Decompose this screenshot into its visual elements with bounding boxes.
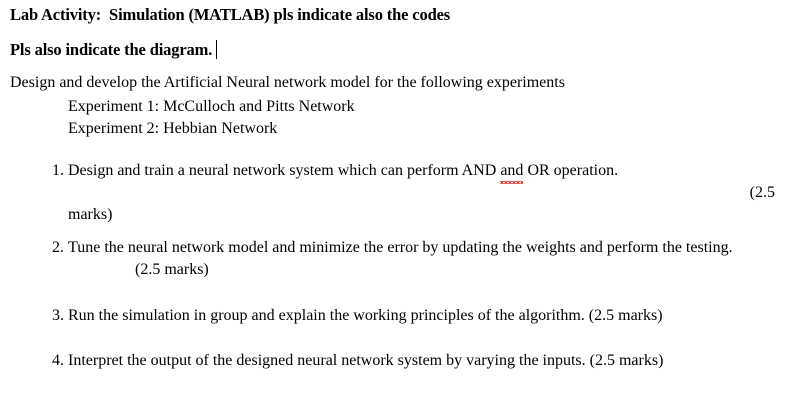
list-item-number: 3. [52, 307, 64, 324]
list-item: 4. Interpret the output of the designed … [0, 350, 807, 372]
text-caret [216, 40, 218, 59]
list-item-number: 4. [52, 352, 64, 369]
list-item-body: Design and train a neural network system… [68, 160, 790, 226]
list-item: 2. Tune the neural network model and min… [0, 237, 807, 281]
list-item-body: Run the simulation in group and explain … [68, 305, 790, 327]
list-item-text: Tune the neural network model and minimi… [68, 239, 733, 256]
list-item-number: 2. [52, 239, 64, 256]
list-item-line: Design and train a neural network system… [68, 160, 790, 184]
subtitle-text: Pls also indicate the diagram. [10, 40, 213, 59]
list-item-marks-continuation: marks) [68, 206, 113, 223]
subtitle-line: Pls also indicate the diagram. [10, 40, 218, 59]
misspelled-word[interactable]: and [500, 160, 524, 184]
experiment-line-2: Experiment 2: Hebbian Network [68, 120, 278, 137]
list-item-number: 1. [52, 162, 64, 179]
list-item-text: Interpret the output of the designed neu… [68, 352, 664, 369]
list-item-marks-partial: (2.5 [749, 184, 775, 201]
list-item-text: Run the simulation in group and explain … [68, 307, 663, 324]
list-item-marks: (2.5 marks) [135, 261, 209, 278]
list-item-body: Tune the neural network model and minimi… [68, 237, 790, 281]
list-item-text-after-misspelling: OR operation. [523, 162, 619, 179]
list-item-text-before-misspelling: Design and train a neural network system… [68, 162, 501, 179]
list-item-body: Interpret the output of the designed neu… [68, 350, 790, 372]
page-title: Lab Activity: Simulation (MATLAB) pls in… [10, 5, 451, 24]
list-item: 3. Run the simulation in group and expla… [0, 305, 807, 327]
experiment-line-1: Experiment 1: McCulloch and Pitts Networ… [68, 98, 355, 115]
list-item: 1. Design and train a neural network sys… [0, 160, 807, 226]
intro-lead-text: Design and develop the Artificial Neural… [10, 74, 565, 91]
